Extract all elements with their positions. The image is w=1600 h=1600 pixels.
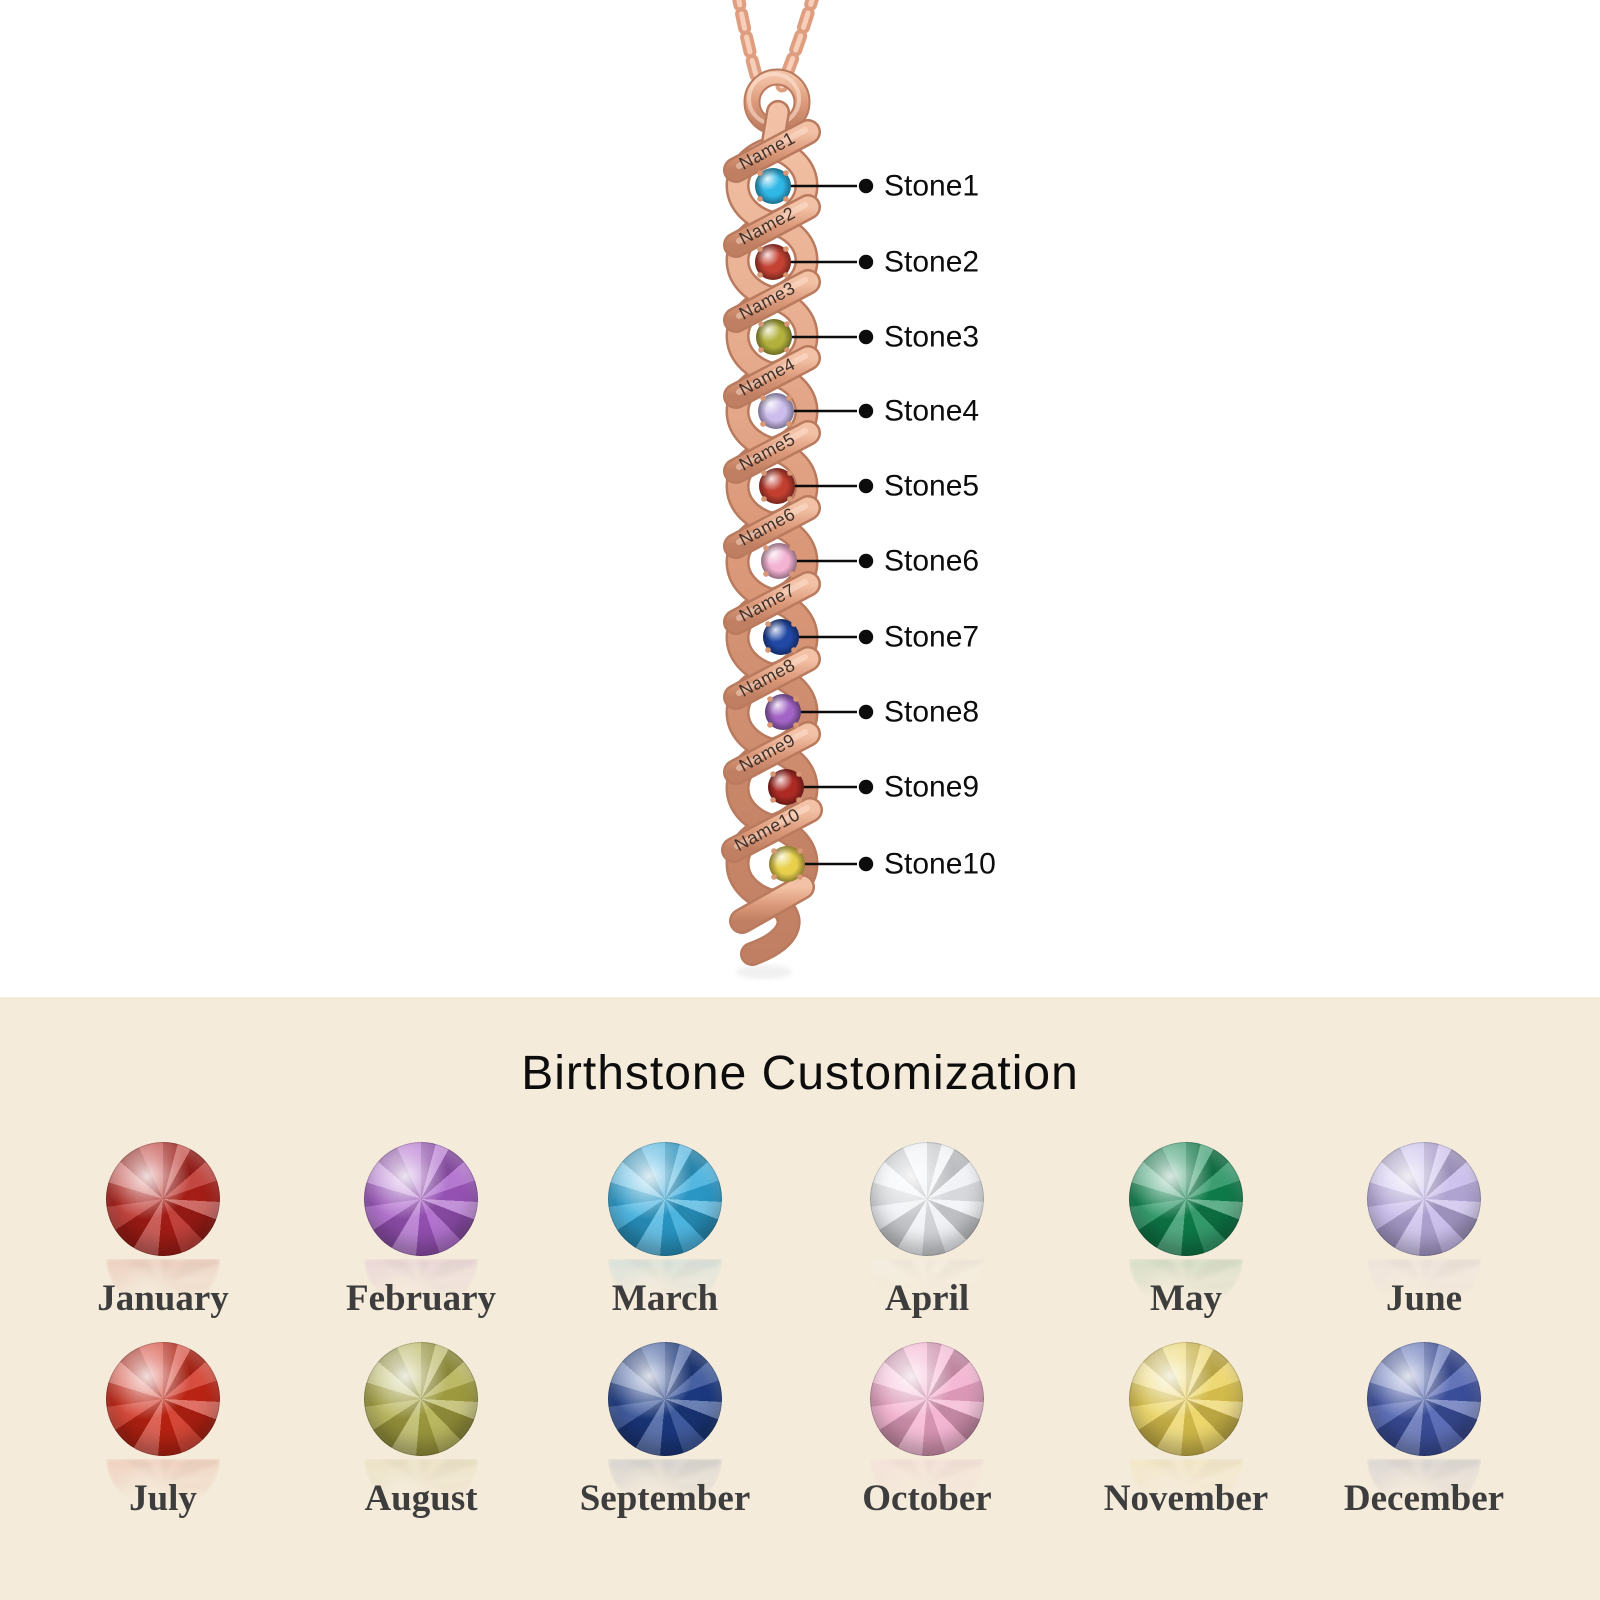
month-cell-january: January bbox=[48, 1142, 278, 1352]
stone-callout-7: Stone7 bbox=[763, 619, 979, 655]
stone-label: Stone3 bbox=[884, 321, 979, 354]
month-cell-may: May bbox=[1071, 1142, 1301, 1352]
gem-september bbox=[608, 1342, 722, 1456]
month-cell-august: August bbox=[306, 1342, 536, 1552]
month-label: February bbox=[345, 1278, 497, 1319]
month-label: June bbox=[1385, 1278, 1463, 1319]
month-cell-october: October bbox=[812, 1342, 1042, 1552]
month-label: December bbox=[1343, 1478, 1505, 1519]
gem-may bbox=[1129, 1142, 1243, 1256]
month-label: August bbox=[364, 1478, 478, 1519]
month-label: April bbox=[884, 1278, 970, 1319]
stone-label: Stone5 bbox=[884, 470, 979, 503]
month-cell-december: December bbox=[1309, 1342, 1539, 1552]
stone-label: Stone7 bbox=[884, 621, 979, 654]
birthstone-panel bbox=[0, 997, 1600, 1600]
month-label: September bbox=[579, 1478, 751, 1519]
month-cell-june: June bbox=[1309, 1142, 1539, 1352]
stone-label: Stone6 bbox=[884, 545, 979, 578]
gem-july bbox=[106, 1342, 220, 1456]
stone-callout-10: Stone10 bbox=[769, 846, 996, 882]
callout-dot bbox=[858, 178, 874, 194]
stone-label: Stone8 bbox=[884, 696, 979, 729]
stone-label: Stone9 bbox=[884, 771, 979, 804]
stone-callout-5: Stone5 bbox=[759, 468, 979, 504]
gem-february bbox=[364, 1142, 478, 1256]
month-cell-september: September bbox=[550, 1342, 780, 1552]
month-cell-july: July bbox=[48, 1342, 278, 1552]
month-cell-february: February bbox=[306, 1142, 536, 1352]
month-label: October bbox=[862, 1478, 992, 1519]
stone-label: Stone10 bbox=[884, 848, 996, 881]
stone-callout-3: Stone3 bbox=[756, 319, 979, 355]
gem-december bbox=[1367, 1342, 1481, 1456]
month-label: January bbox=[97, 1278, 229, 1319]
month-label: November bbox=[1103, 1478, 1269, 1519]
pendant-reflection bbox=[736, 965, 792, 979]
gem-june bbox=[1367, 1142, 1481, 1256]
stone-callouts: Stone1 Stone2 Stone3 Stone bbox=[755, 168, 996, 882]
month-cell-march: March bbox=[550, 1142, 780, 1352]
gem-november bbox=[1129, 1342, 1243, 1456]
month-cell-november: November bbox=[1071, 1342, 1301, 1552]
panel-title: Birthstone Customization bbox=[521, 1047, 1079, 1100]
gem-august bbox=[364, 1342, 478, 1456]
necklace-illustration: Name1 Name2 Name3 Name4 Name5 Name6 Name… bbox=[721, 0, 996, 979]
stone-callout-2: Stone2 bbox=[755, 244, 979, 280]
stone-callout-8: Stone8 bbox=[765, 694, 979, 730]
gem-april bbox=[870, 1142, 984, 1256]
gem-january bbox=[106, 1142, 220, 1256]
stone-label: Stone1 bbox=[884, 170, 979, 203]
month-label: May bbox=[1150, 1278, 1222, 1319]
gem-october bbox=[870, 1342, 984, 1456]
stone-label: Stone4 bbox=[884, 395, 979, 428]
stone-callout-6: Stone6 bbox=[761, 543, 979, 579]
gem-march bbox=[608, 1142, 722, 1256]
month-cell-april: April bbox=[812, 1142, 1042, 1352]
stone-callout-9: Stone9 bbox=[768, 769, 979, 805]
stone-callout-4: Stone4 bbox=[758, 393, 979, 429]
stone-callout-1: Stone1 bbox=[755, 168, 979, 204]
month-label: March bbox=[611, 1278, 719, 1319]
month-label: July bbox=[129, 1478, 197, 1519]
stone-label: Stone2 bbox=[884, 246, 979, 279]
